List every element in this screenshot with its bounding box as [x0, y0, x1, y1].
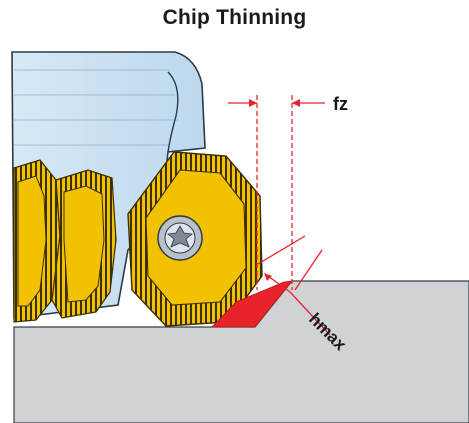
torx-screw-icon: [157, 215, 203, 261]
page-title: Chip Thinning: [162, 6, 307, 29]
insert-middle: [51, 169, 117, 319]
fz-label: fz: [333, 94, 348, 114]
insert-left: [13, 159, 61, 323]
dimension-lines: [228, 95, 331, 336]
chip: [211, 280, 293, 328]
